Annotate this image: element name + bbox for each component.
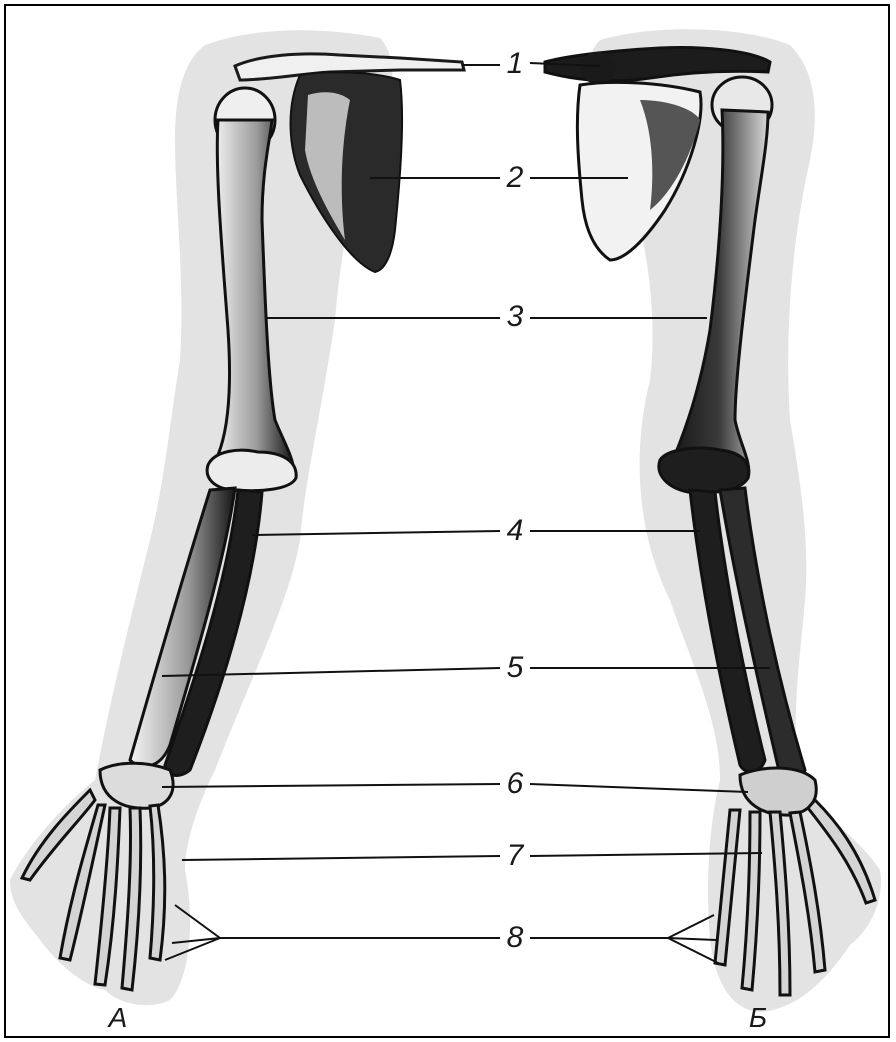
label-1: 1 bbox=[495, 49, 535, 79]
leader-8-right-up bbox=[668, 915, 714, 938]
leader-7-left bbox=[182, 856, 500, 860]
left-elbow bbox=[207, 450, 296, 490]
label-5: 5 bbox=[495, 653, 535, 683]
right-arm bbox=[545, 29, 881, 1012]
view-label-right: Б bbox=[749, 1004, 767, 1032]
leader-6-left bbox=[162, 784, 500, 787]
right-elbow bbox=[659, 448, 749, 493]
view-label-left: А bbox=[109, 1004, 128, 1032]
label-2: 2 bbox=[495, 163, 535, 193]
label-4: 4 bbox=[495, 516, 535, 546]
label-6: 6 bbox=[495, 769, 535, 799]
label-3: 3 bbox=[495, 302, 535, 332]
leader-6-right bbox=[530, 784, 748, 792]
right-acromion bbox=[580, 52, 616, 84]
label-7: 7 bbox=[495, 841, 535, 871]
label-8: 8 bbox=[495, 923, 535, 953]
leader-8-right-mid bbox=[668, 938, 716, 940]
